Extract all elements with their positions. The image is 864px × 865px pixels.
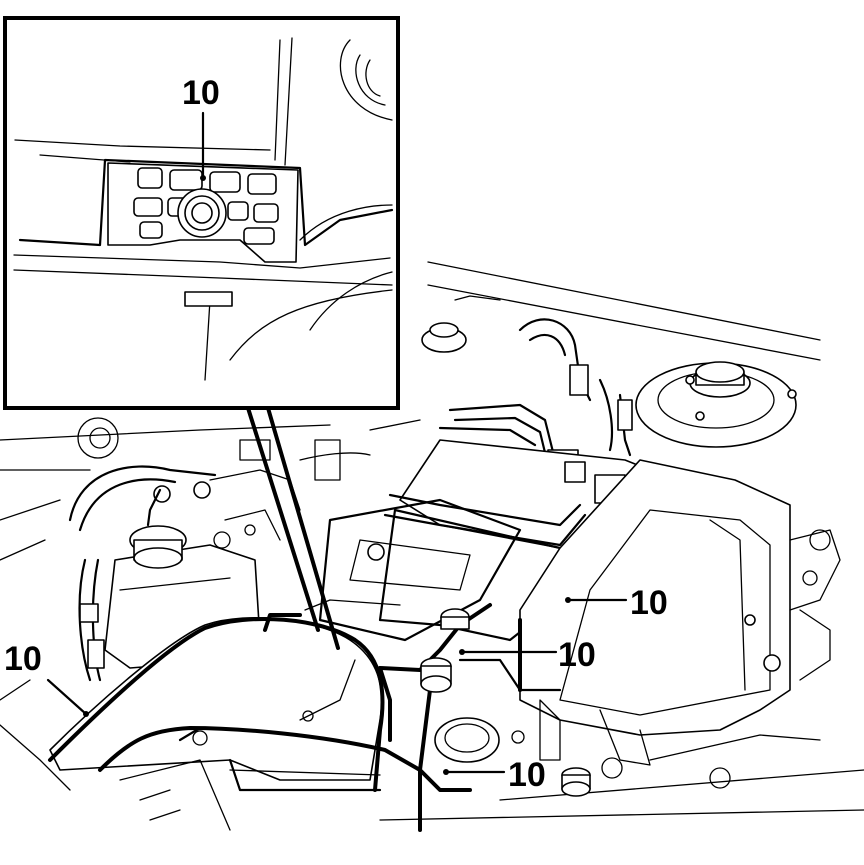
callout-labels: 10 10 10 10 10 xyxy=(4,74,668,794)
callout-label-inset: 10 xyxy=(182,74,220,112)
engine-bay-linework xyxy=(0,261,864,832)
callout-label-bottom: 10 xyxy=(508,756,546,794)
callout-label-right-upper: 10 xyxy=(630,584,668,622)
callout-label-right-middle: 10 xyxy=(558,636,596,674)
inset-detail xyxy=(3,16,400,650)
callout-leaders xyxy=(46,597,628,775)
callout-label-left: 10 xyxy=(4,640,42,678)
grille-slots xyxy=(133,167,279,245)
